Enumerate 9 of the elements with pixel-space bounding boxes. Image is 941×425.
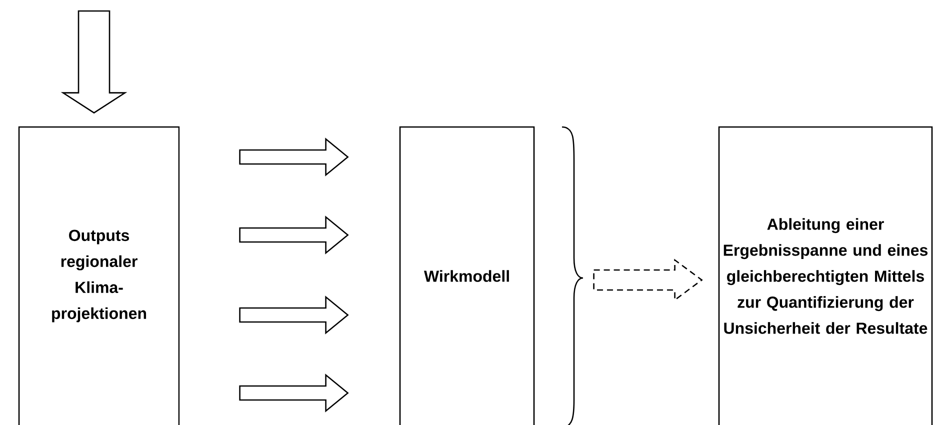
- process-box: Ableitung einer Ergebnisspanne und eines gleichberechtigten Mittels zur Quantifizierung der Unsicherheit der Resultate: [718, 126, 933, 425]
- block-arrow: [239, 216, 349, 254]
- block-arrow: [593, 258, 703, 302]
- block-arrow: [60, 10, 128, 114]
- block-arrow: [239, 296, 349, 334]
- process-box: Wirkmodell: [399, 126, 535, 425]
- process-box: Outputs regionaler Klima- projektionen: [18, 126, 180, 425]
- block-arrow: [239, 374, 349, 412]
- block-arrow: [239, 138, 349, 176]
